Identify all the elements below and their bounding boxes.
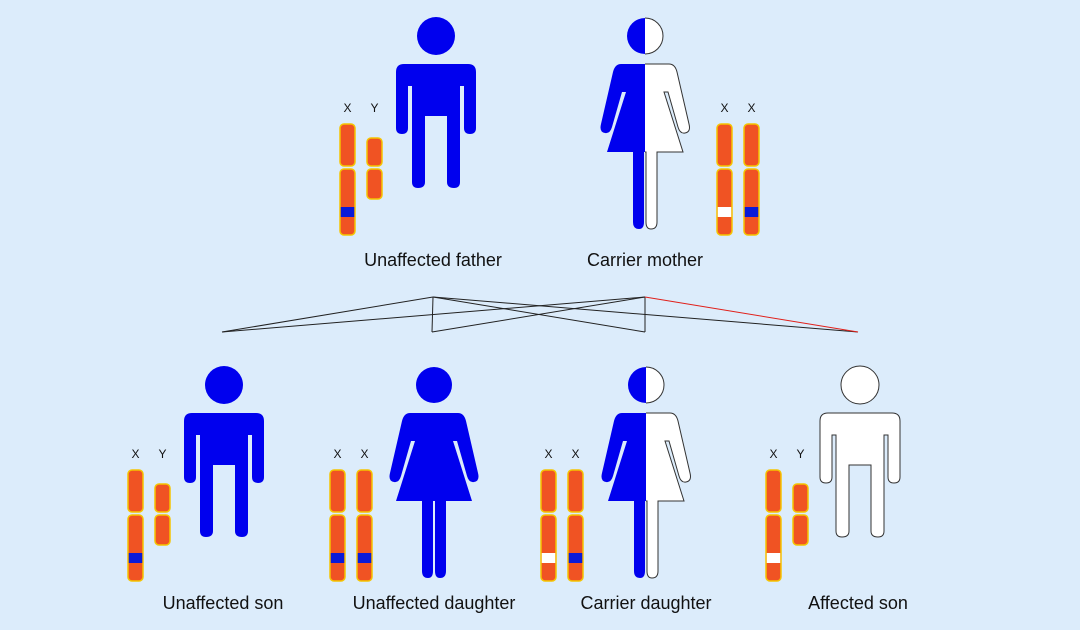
mother-figure (600, 17, 690, 230)
son2-figure (819, 365, 901, 538)
daughter2-chromosome-label: X (544, 447, 552, 461)
daughter1-body (389, 413, 479, 578)
son1-body (184, 413, 264, 537)
father-y-chromosome-arm (366, 168, 383, 200)
son2-x-chromosome-arm (765, 514, 782, 582)
son2-allele-mutant (766, 553, 781, 563)
father-chromosome-label: Y (370, 101, 378, 115)
son1-x-chromosome-arm (127, 514, 144, 582)
son2-caption: Affected son (808, 593, 908, 613)
mother-x-chromosome-arm (743, 123, 760, 167)
mother-caption: Carrier mother (587, 250, 703, 270)
inheritance-lines (221, 296, 859, 333)
daughter2-allele-mutant (541, 553, 556, 563)
father-body (396, 64, 476, 188)
son1-chromosome-label: X (131, 447, 139, 461)
daughter1-x-chromosome-arm (329, 514, 346, 582)
mother-allele-normal (744, 207, 759, 217)
daughter1-caption: Unaffected daughter (353, 593, 516, 613)
daughter2-x-chromosome-arm (540, 469, 557, 513)
daughter1-allele-normal (330, 553, 345, 563)
mother-allele-mutant (717, 207, 732, 217)
mother-head-right (645, 17, 664, 55)
daughter1-x-chromosome-arm (356, 469, 373, 513)
inheritance-line-mother-son2 (644, 296, 859, 333)
daughter1-allele-normal (357, 553, 372, 563)
father-x-chromosome-arm (339, 168, 356, 236)
inheritance-line-mother-daughter1 (431, 296, 646, 333)
mother-chromosome-label: X (747, 101, 755, 115)
son2-chromosome-label: X (769, 447, 777, 461)
daughter2-body-left (601, 413, 646, 578)
inheritance-line-father-son1 (221, 296, 434, 333)
daughter2-head-left (628, 367, 646, 403)
son1-chromosome-label: Y (158, 447, 166, 461)
mother-x-chromosome-arm (743, 168, 760, 236)
daughter1-x-chromosome-arm (356, 514, 373, 582)
son1-x-chromosome-arm (127, 469, 144, 513)
son2-head (840, 365, 880, 405)
daughter1-chromosome-label: X (360, 447, 368, 461)
mother-body-left (600, 64, 645, 229)
father-allele-normal (340, 207, 355, 217)
father-y-chromosome-arm (366, 137, 383, 167)
son1-y-chromosome-arm (154, 483, 171, 513)
daughter2-chromosome-label: X (571, 447, 579, 461)
daughter2-x-chromosome-arm (567, 514, 584, 582)
father-figure (396, 17, 476, 188)
son2-body (819, 412, 901, 538)
daughter2-x-chromosome-arm (567, 469, 584, 513)
son1-caption: Unaffected son (163, 593, 284, 613)
daughter2-x-chromosome-arm (540, 514, 557, 582)
son1-head (205, 366, 243, 404)
mother-chromosome-label: X (720, 101, 728, 115)
daughter2-head-right (646, 366, 665, 404)
daughter2-body-right (646, 412, 691, 579)
son1-y-chromosome-arm (154, 514, 171, 546)
inheritance-line-mother-son1 (221, 296, 646, 333)
daughter2-allele-normal (568, 553, 583, 563)
son2-y-chromosome-arm (792, 514, 809, 546)
daughter1-x-chromosome-arm (329, 469, 346, 513)
daughter1-head (416, 367, 452, 403)
mother-body-right (645, 63, 690, 230)
son1-figure (184, 366, 264, 537)
son2-chromosome-label: Y (796, 447, 804, 461)
son1-allele-normal (128, 553, 143, 563)
father-x-chromosome-arm (339, 123, 356, 167)
mother-head-left (627, 18, 645, 54)
daughter2-figure (601, 366, 691, 579)
daughter2-caption: Carrier daughter (580, 593, 711, 613)
daughter1-chromosome-label: X (333, 447, 341, 461)
mother-x-chromosome-arm (716, 168, 733, 236)
father-head (417, 17, 455, 55)
mother-x-chromosome-arm (716, 123, 733, 167)
daughter1-figure (389, 367, 479, 578)
father-chromosome-label: X (343, 101, 351, 115)
son2-x-chromosome-arm (765, 469, 782, 513)
father-caption: Unaffected father (364, 250, 502, 270)
son2-y-chromosome-arm (792, 483, 809, 513)
